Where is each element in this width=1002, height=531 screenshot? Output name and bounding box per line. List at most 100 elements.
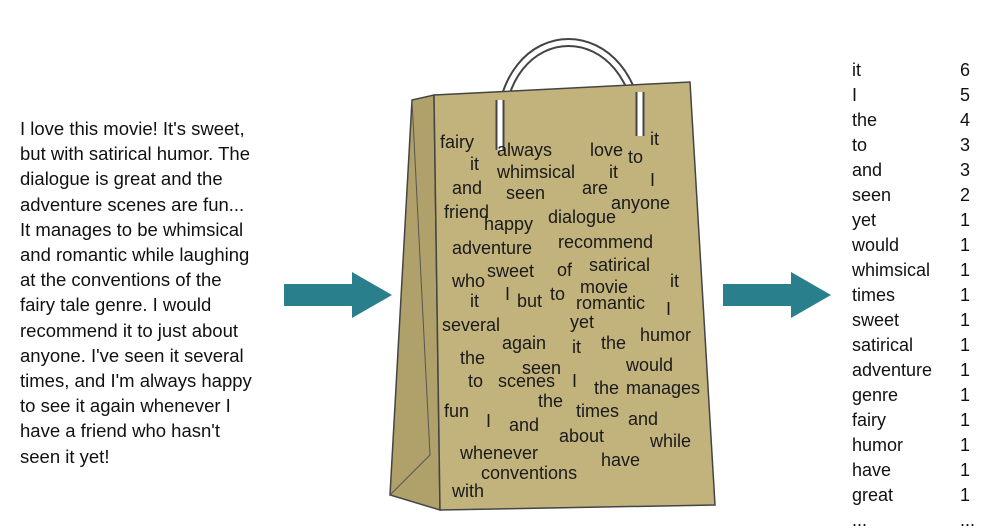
- bag-word: yet: [570, 312, 594, 332]
- bag-word: fun: [444, 401, 469, 421]
- bag-word: sweet: [487, 261, 534, 281]
- bag-word: it: [470, 154, 479, 174]
- bag-word: it: [670, 271, 679, 291]
- word-cell: and: [852, 160, 883, 180]
- bag-word: love: [590, 140, 623, 160]
- bag-word: adventure: [452, 238, 532, 258]
- bag-word: romantic: [576, 293, 645, 313]
- bag-word: to: [628, 147, 643, 167]
- bag-word: who: [451, 271, 485, 291]
- word-cell: fairy: [852, 410, 887, 430]
- bag-word: seen: [506, 183, 545, 203]
- count-cell: 1: [960, 285, 971, 305]
- bag-word: it: [609, 162, 618, 182]
- bag-word: recommend: [558, 232, 653, 252]
- review-line: adventure scenes are fun...: [20, 193, 245, 215]
- bag-word: have: [601, 450, 640, 470]
- count-cell: 1: [960, 410, 971, 430]
- count-cell: 1: [960, 360, 971, 380]
- count-cell: 1: [960, 460, 971, 480]
- count-cell: 5: [960, 85, 971, 105]
- count-cell: 1: [960, 435, 971, 455]
- word-cell: genre: [852, 385, 899, 405]
- review-line: It manages to be whimsical: [20, 218, 244, 240]
- word-cell: yet: [852, 210, 877, 230]
- bag-word: and: [452, 178, 482, 198]
- arrow-right-icon: [723, 272, 831, 318]
- bag-word: the: [594, 378, 619, 398]
- review-line: fairy tale genre. I would: [20, 294, 212, 316]
- bag-word: to: [468, 371, 483, 391]
- bag-word: I: [650, 170, 655, 190]
- word-cell: satirical: [852, 335, 914, 355]
- bag-word: anyone: [611, 193, 670, 213]
- review-line: at the conventions of the: [20, 269, 222, 291]
- bag-word: scenes: [498, 371, 555, 391]
- bag-word: seen: [522, 358, 561, 378]
- arrow-right-icon: [284, 272, 392, 318]
- bag-word: whenever: [459, 443, 538, 463]
- count-cell: ...: [960, 510, 976, 530]
- word-cell: ...: [852, 510, 868, 530]
- count-cell: 1: [960, 335, 971, 355]
- bag-word: would: [625, 355, 673, 375]
- word-cell: humor: [852, 435, 904, 455]
- word-cell: great: [852, 485, 894, 505]
- count-cell: 2: [960, 185, 971, 205]
- review-line: dialogue is great and the: [20, 168, 223, 190]
- review-line: and romantic while laughing: [20, 244, 250, 266]
- bag-word: I: [572, 371, 577, 391]
- word-cell: times: [852, 285, 896, 305]
- bag-word: friend: [444, 202, 489, 222]
- bag-word: happy: [484, 214, 533, 234]
- review-line: I love this movie! It's sweet,: [20, 118, 245, 139]
- word-cell: would: [852, 235, 900, 255]
- word-cell: sweet: [852, 310, 900, 330]
- bag-word: again: [502, 333, 546, 353]
- count-cell: 4: [960, 110, 971, 130]
- bag-word: manages: [626, 378, 700, 398]
- word-cell: to: [852, 135, 868, 155]
- bag-word: conventions: [481, 463, 577, 483]
- bag-word: times: [576, 401, 619, 421]
- bag-body: [433, 81, 716, 511]
- review-line: have a friend who hasn't: [20, 420, 220, 442]
- count-cell: 1: [960, 485, 971, 505]
- review-text: I love this movie! It's sweet,but with s…: [20, 116, 288, 469]
- count-cell: 1: [960, 385, 971, 405]
- bag-word: and: [628, 409, 658, 429]
- count-cell: 1: [960, 310, 971, 330]
- count-cell: 1: [960, 260, 971, 280]
- bag-word: the: [538, 391, 563, 411]
- word-cell: it: [852, 60, 861, 80]
- review-line: seen it yet!: [20, 445, 110, 467]
- count-cell: 6: [960, 60, 971, 80]
- bag-word: the: [601, 333, 626, 353]
- bag-word: of: [557, 260, 573, 280]
- bag-word: I: [666, 299, 671, 319]
- bag-word: to: [550, 284, 565, 304]
- bag-word: humor: [640, 325, 691, 345]
- bag-word: fairy: [440, 132, 474, 152]
- bag-word: while: [649, 431, 691, 451]
- word-cell: whimsical: [852, 260, 931, 280]
- count-cell: 3: [960, 135, 971, 155]
- review-line: recommend it to just about: [20, 319, 238, 341]
- word-cell: adventure: [852, 360, 933, 380]
- bag-word: it: [470, 291, 479, 311]
- bag-word: are: [582, 178, 608, 198]
- bag-word: satirical: [589, 255, 650, 275]
- bag-word: with: [451, 481, 484, 501]
- bag-word: several: [442, 315, 500, 335]
- bag-word: it: [572, 337, 581, 357]
- word-cell: the: [852, 110, 878, 130]
- bag-word: about: [559, 426, 604, 446]
- count-cell: 1: [960, 210, 971, 230]
- review-line: anyone. I've seen it several: [20, 344, 244, 366]
- count-cell: 3: [960, 160, 971, 180]
- word-cell: I: [852, 85, 858, 105]
- word-cell: seen: [852, 185, 892, 205]
- bag-word: whimsical: [496, 162, 575, 182]
